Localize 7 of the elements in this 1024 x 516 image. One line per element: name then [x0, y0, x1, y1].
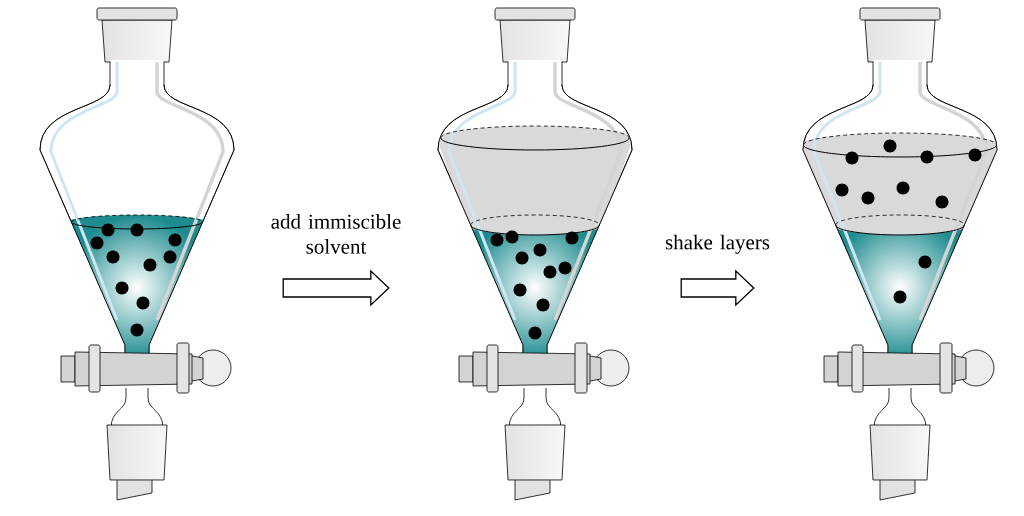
separatory-funnel-drawing	[39, 7, 235, 501]
separatory-funnel-drawing	[802, 7, 998, 501]
edge-label: add immiscible solvent	[271, 214, 401, 254]
separatory-funnel-drawing	[437, 7, 633, 501]
hollow-arrow	[680, 269, 755, 307]
hollow-arrow	[282, 269, 390, 307]
edge-label: shake layers	[665, 234, 770, 254]
